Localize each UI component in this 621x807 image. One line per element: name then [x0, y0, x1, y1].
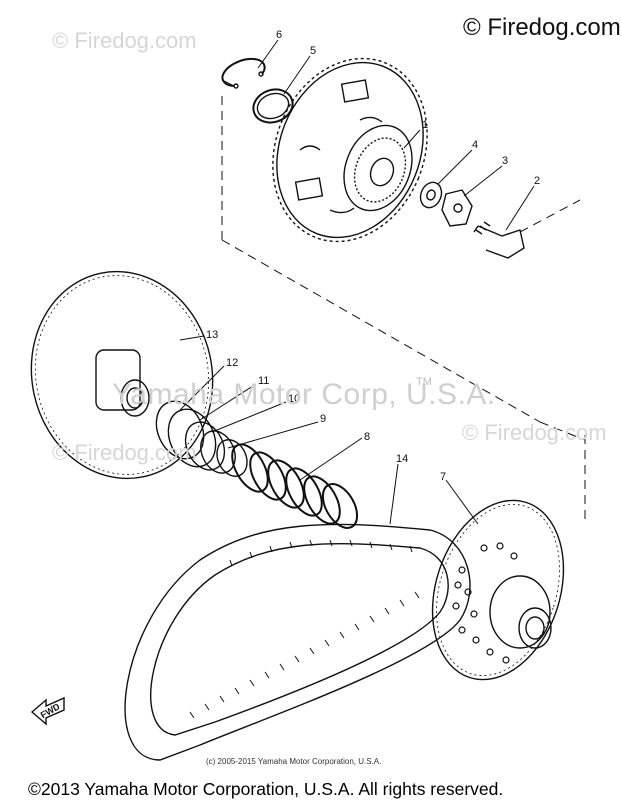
callout-8: 8 — [364, 431, 370, 443]
callout-10: 10 — [288, 393, 300, 405]
callout-13: 13 — [206, 329, 218, 341]
callout-2: 2 — [534, 175, 540, 187]
callout-labels: 6 5 1 4 3 2 13 12 11 10 9 8 14 7 FWD — [39, 29, 540, 720]
washer — [419, 181, 443, 209]
watermark-mid-right: © Firedog.com — [462, 420, 607, 445]
forward-arrow-icon — [30, 696, 65, 726]
callout-9: 9 — [320, 413, 326, 425]
callout-5: 5 — [310, 45, 316, 57]
callout-14: 14 — [396, 453, 408, 465]
callout-1: 1 — [422, 119, 428, 131]
cam-and-seats — [155, 400, 248, 477]
assembly-guide-lines — [221, 96, 586, 520]
compression-spring — [231, 443, 359, 529]
callout-7: 7 — [440, 471, 446, 483]
watermark-top-right: © Firedog.com — [463, 14, 621, 41]
v-belt — [124, 523, 471, 761]
callout-6: 6 — [276, 29, 282, 41]
watermark-center: Yamaha Motor Corp, U.S.A. — [112, 378, 496, 411]
small-copyright: (c) 2005-2015 Yamaha Motor Corporation, … — [206, 757, 382, 766]
watermark-mid-left: © Firedog.com — [52, 440, 197, 465]
watermark-top-left: © Firedog.com — [52, 28, 197, 53]
bolt — [473, 221, 525, 259]
leader-lines — [179, 39, 535, 525]
callout-3: 3 — [502, 155, 508, 167]
callout-12: 12 — [226, 357, 238, 369]
callout-11: 11 — [258, 375, 269, 387]
retaining-ring — [252, 88, 294, 124]
callout-4: 4 — [472, 139, 478, 151]
secondary-sheave — [431, 499, 565, 681]
footer-copyright: ©2013 Yamaha Motor Corporation, U.S.A. A… — [28, 779, 504, 799]
lower-sheave — [30, 270, 214, 480]
plate-washer — [441, 189, 473, 227]
trademark-mark: TM — [416, 376, 432, 388]
upper-sheave-assembly — [272, 57, 428, 243]
